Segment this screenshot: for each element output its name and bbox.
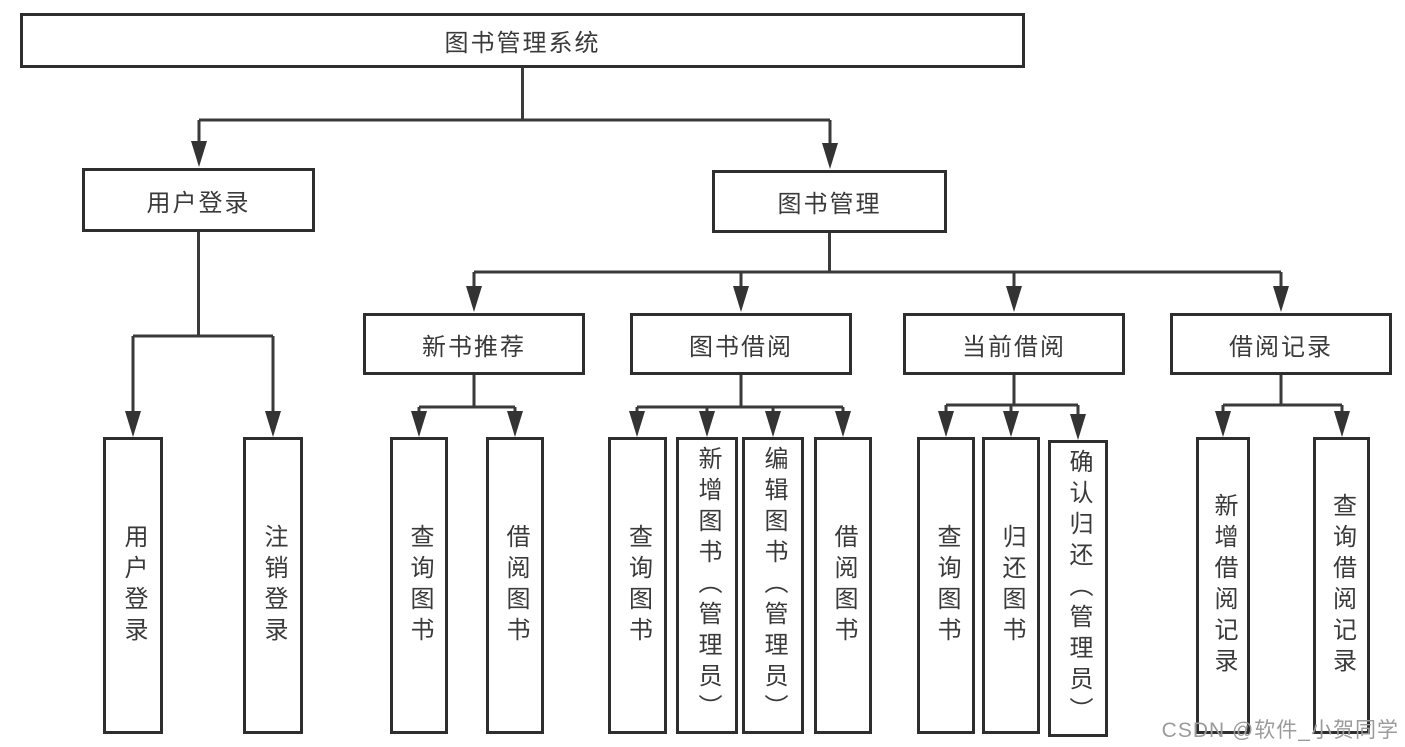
node-user-login-label: 用户登录	[146, 189, 251, 217]
leaf-borrow-books-borrow-label: 借阅图书	[830, 523, 857, 648]
leaf-return-books-label: 归还图书	[998, 523, 1025, 648]
arrow-icon	[733, 286, 749, 312]
leaf-add-book-admin: 新增图书（管理员）	[676, 437, 738, 734]
connector-root	[197, 68, 832, 147]
leaf-borrow-books-recommend-label: 借阅图书	[502, 523, 529, 648]
csdn-watermark: CSDN @软件_小贺同学	[1161, 719, 1399, 742]
connector-book-borrow	[635, 375, 845, 415]
node-book-borrow: 图书借阅	[630, 313, 852, 375]
node-current-borrow-label: 当前借阅	[962, 333, 1066, 361]
node-root-label: 图书管理系统	[444, 30, 601, 57]
leaf-query-books-recommend: 查询图书	[390, 437, 448, 734]
arrow-icon	[1334, 411, 1350, 437]
leaf-add-borrow-record: 新增借阅记录	[1196, 437, 1250, 734]
node-book-management-label: 图书管理	[777, 191, 882, 218]
arrow-icon	[191, 141, 207, 167]
leaf-borrow-books-borrow: 借阅图书	[814, 437, 872, 734]
leaf-query-borrow-record-label: 查询借阅记录	[1328, 492, 1356, 679]
node-book-borrow-label: 图书借阅	[689, 333, 793, 361]
arrow-icon	[265, 411, 281, 437]
arrow-icon	[822, 143, 838, 169]
leaf-user-login: 用户登录	[103, 437, 163, 734]
leaf-user-login-label: 用户登录	[120, 523, 147, 648]
leaf-logout-login-label: 注销登录	[260, 523, 287, 648]
leaf-confirm-return-admin: 确认归还（管理员）	[1048, 440, 1108, 737]
leaf-logout-login: 注销登录	[243, 437, 303, 734]
arrow-icon	[1006, 286, 1022, 312]
arrow-icon	[1003, 411, 1019, 437]
leaf-query-books-current-label: 查询图书	[933, 523, 960, 648]
leaf-query-books-recommend-label: 查询图书	[406, 523, 433, 648]
leaf-borrow-books-recommend: 借阅图书	[486, 437, 544, 734]
node-borrow-records: 借阅记录	[1170, 313, 1392, 375]
node-new-book-recommend: 新书推荐	[363, 313, 585, 375]
arrow-icon	[411, 411, 427, 437]
node-new-book-recommend-label: 新书推荐	[422, 333, 526, 361]
arrow-icon	[125, 411, 141, 437]
connector-book-management	[472, 233, 1283, 290]
arrow-icon	[507, 411, 523, 437]
node-borrow-records-label: 借阅记录	[1229, 333, 1333, 361]
arrow-icon	[629, 411, 645, 437]
leaf-return-books: 归还图书	[982, 437, 1040, 734]
arrow-icon	[1070, 414, 1086, 440]
leaf-query-books-borrow-label: 查询图书	[624, 523, 652, 648]
arrow-icon	[835, 411, 851, 437]
connector-user-login	[131, 232, 275, 415]
node-user-login: 用户登录	[82, 168, 315, 232]
node-book-management: 图书管理	[712, 170, 947, 233]
leaf-query-books-borrow: 查询图书	[608, 437, 667, 734]
connector-current-borrow	[944, 375, 1080, 418]
leaf-edit-book-admin-label: 编辑图书（管理员）	[760, 446, 787, 725]
connector-borrow-records	[1221, 375, 1344, 415]
node-current-borrow: 当前借阅	[903, 313, 1125, 375]
arrow-icon	[1215, 411, 1231, 437]
leaf-add-book-admin-label: 新增图书（管理员）	[694, 446, 721, 725]
leaf-confirm-return-admin-label: 确认归还（管理员）	[1065, 449, 1092, 728]
leaf-edit-book-admin: 编辑图书（管理员）	[742, 437, 804, 734]
connector-new-book-recommend	[417, 375, 517, 415]
arrow-icon	[938, 411, 954, 437]
arrow-icon	[466, 286, 482, 312]
arrow-icon	[765, 411, 781, 437]
leaf-add-borrow-record-label: 新增借阅记录	[1210, 492, 1237, 679]
node-root: 图书管理系统	[20, 13, 1025, 68]
arrow-icon	[699, 411, 715, 437]
leaf-query-books-current: 查询图书	[917, 437, 975, 734]
leaf-query-borrow-record: 查询借阅记录	[1313, 437, 1370, 734]
arrow-icon	[1273, 286, 1289, 312]
